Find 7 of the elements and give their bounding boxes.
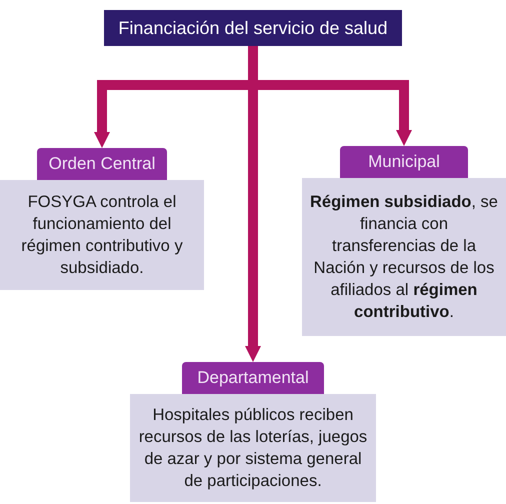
heading-tab: Departamental	[182, 362, 324, 394]
title-box: Financiación del servicio de salud	[104, 10, 402, 46]
text-box: FOSYGA controla el funcionamiento del régimen contributivo y subsidiado.	[0, 180, 204, 290]
text-box: Régimen subsidiado, se financia con transferencias de la Nación y recursos de los afiliados al régimen contributivo.	[302, 178, 506, 336]
text-box: Hospitales públicos reciben recursos de las loterías, juegos de azar y por sistema general de participaciones.	[130, 394, 376, 502]
heading-tab: Orden Central	[37, 148, 167, 180]
heading-tab: Municipal	[340, 146, 468, 178]
